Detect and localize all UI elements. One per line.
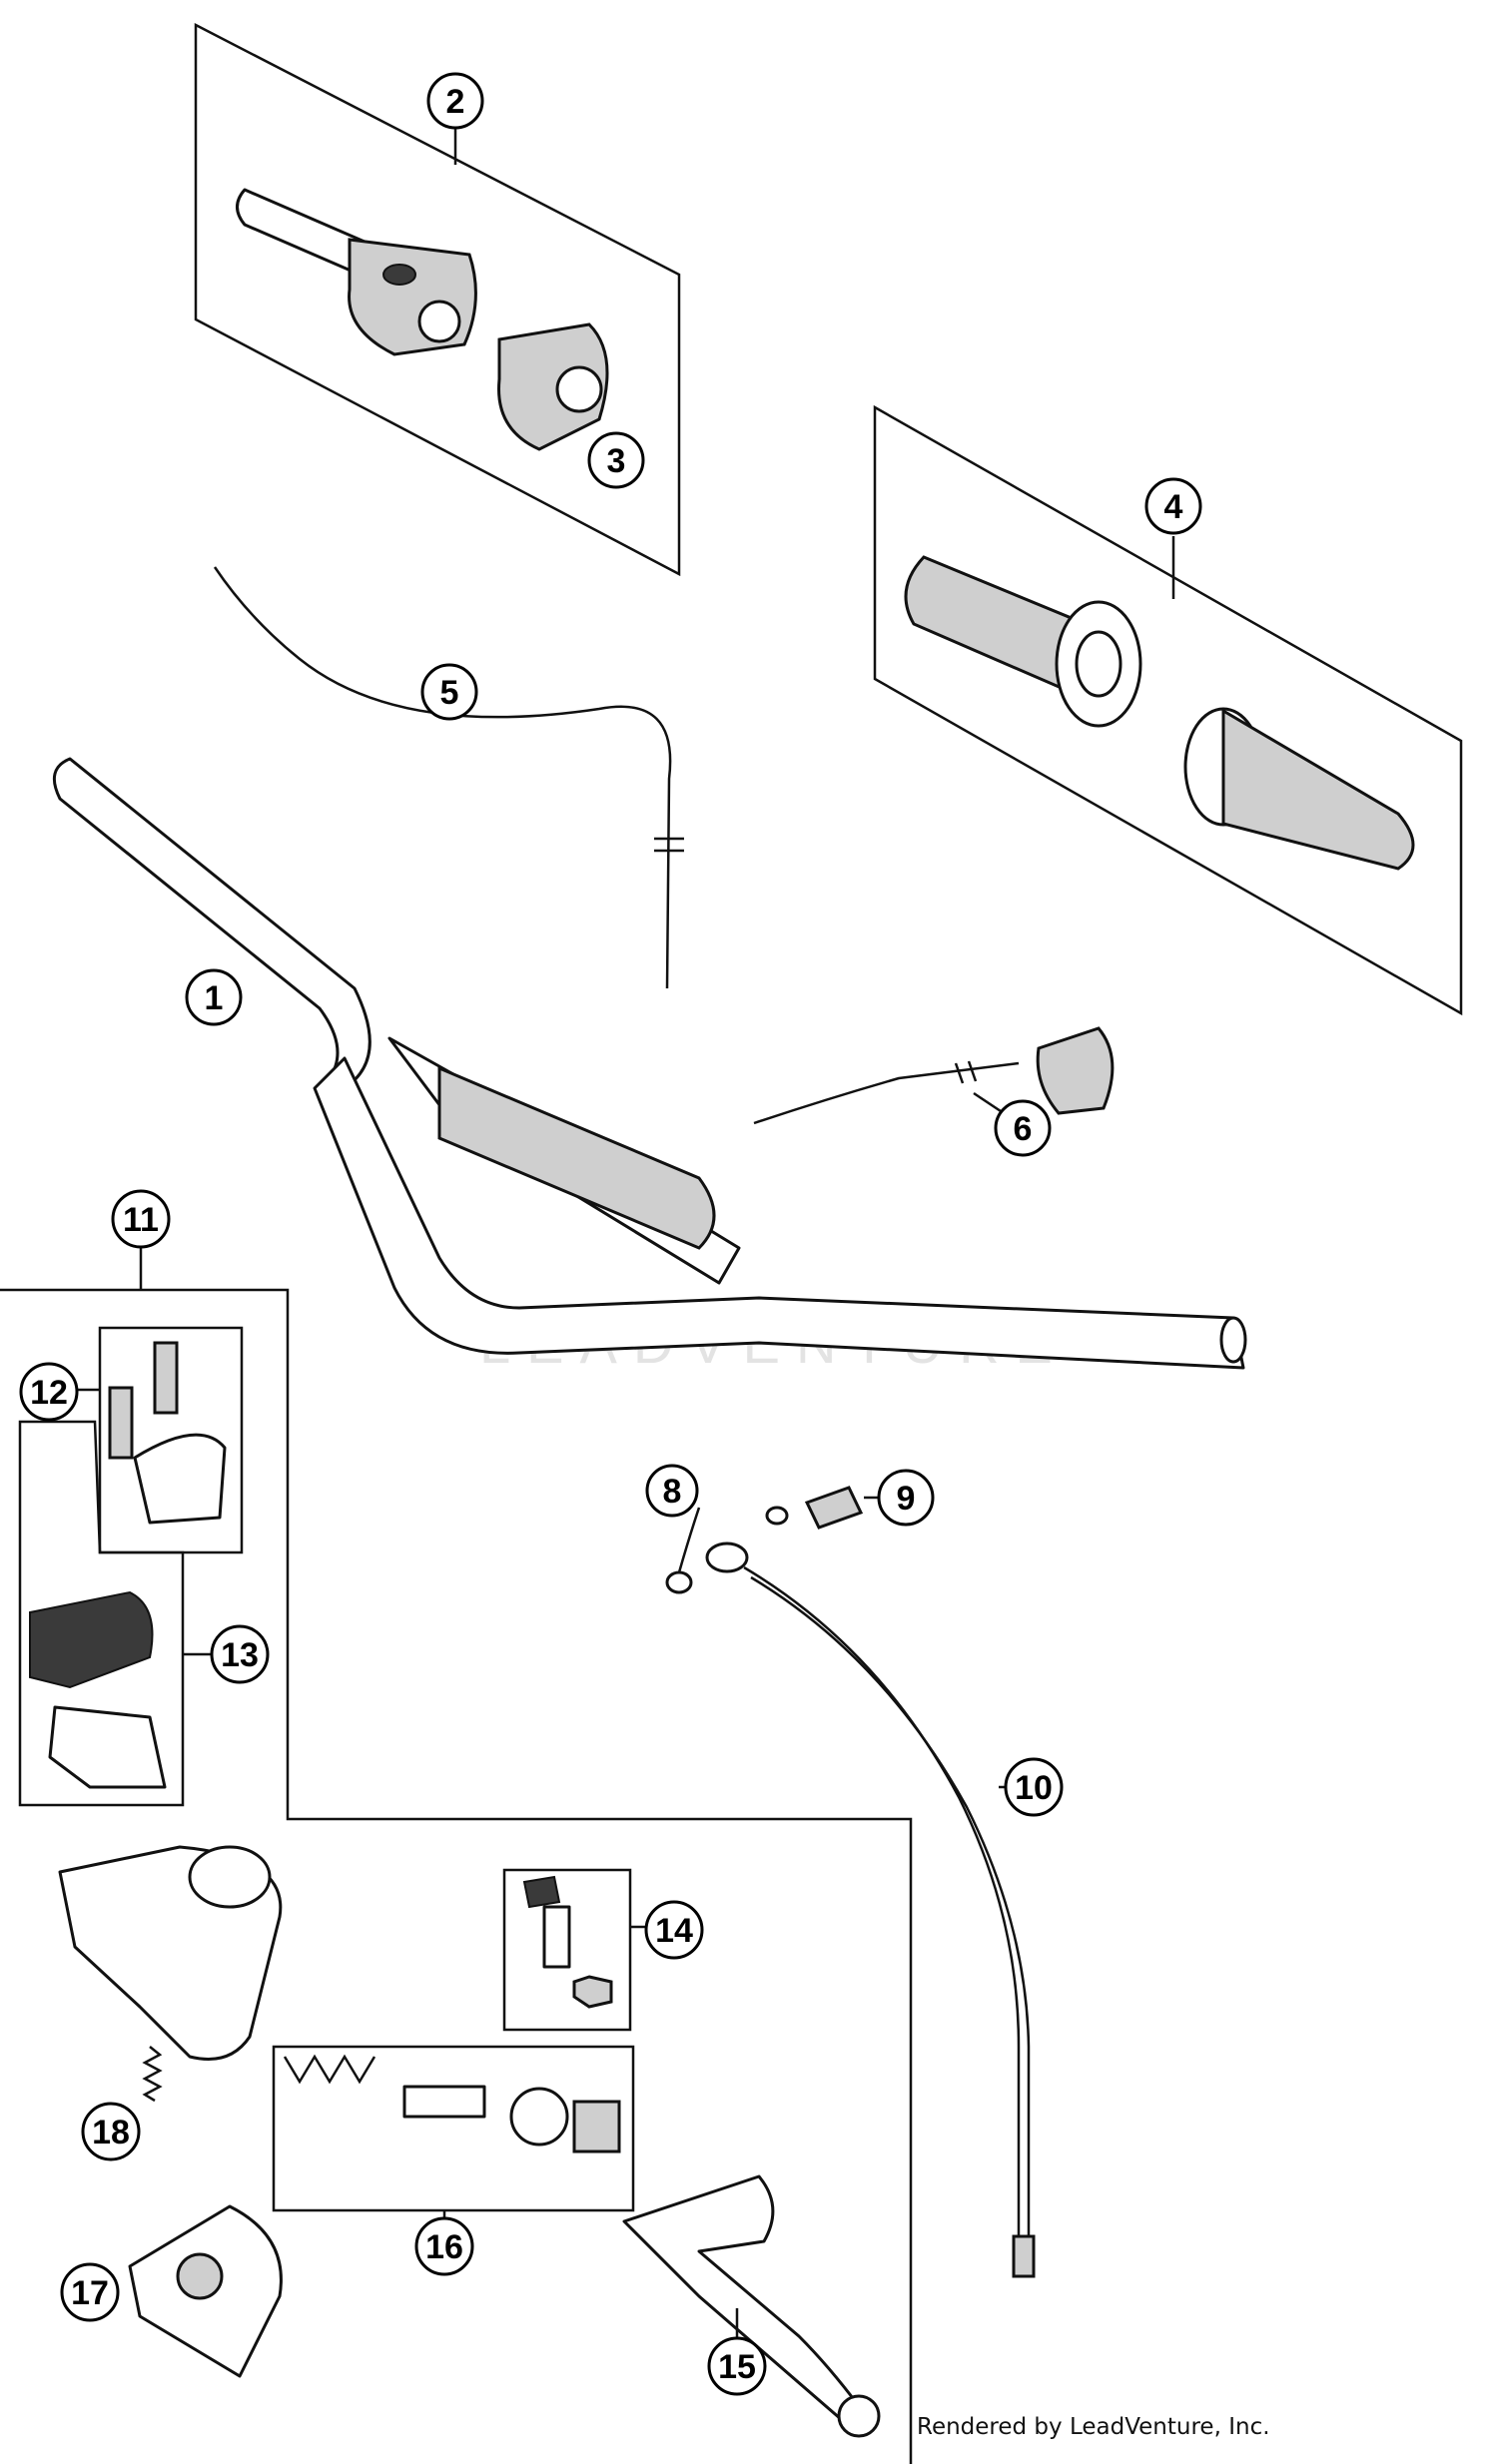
frame-cover-group: [18, 1420, 185, 1807]
frame-master-cylinder-group: [0, 1288, 913, 2464]
banjo-bolt-part: [804, 1486, 864, 1530]
kill-switch-part: [753, 1026, 1115, 1125]
frame-throttle-group: [194, 22, 681, 577]
grip-right-part: [1183, 707, 1415, 871]
callout-13: 13: [210, 1624, 270, 1684]
callout-3: 3: [587, 431, 645, 489]
callout-2: 2: [426, 72, 484, 130]
callout-9: 9: [877, 1469, 935, 1527]
svg-text:3: 3: [607, 442, 626, 480]
svg-text:14: 14: [655, 1912, 693, 1950]
master-cylinder-part: [58, 1845, 283, 2061]
grip-left-part: [904, 555, 1142, 728]
callout-6: 6: [994, 1099, 1052, 1157]
reservoir-cover-part: [29, 1590, 167, 1789]
frame-bleeder-group: [502, 1868, 632, 2032]
callout-5: 5: [420, 663, 478, 721]
spring-part: [142, 2046, 163, 2103]
bleeder-part: [522, 1875, 613, 2009]
callout-1: 1: [185, 968, 243, 1026]
svg-text:11: 11: [123, 1201, 159, 1239]
callout-12: 12: [19, 1362, 79, 1422]
svg-text:2: 2: [446, 83, 465, 121]
frame-piston-group: [272, 2045, 635, 2212]
callout-17: 17: [60, 2262, 120, 2322]
svg-text:17: 17: [71, 2274, 109, 2312]
throttle-housing-part: [497, 322, 609, 451]
callout-11: 11: [111, 1189, 171, 1249]
credit-text: Rendered by LeadVenture, Inc.: [917, 2414, 1270, 2440]
brake-lever-part: [622, 2174, 881, 2438]
callout-15: 15: [707, 2336, 767, 2396]
svg-text:5: 5: [440, 674, 459, 712]
callout-10: 10: [1004, 1757, 1064, 1817]
throttle-grip-part: [236, 188, 477, 356]
throttle-cable-part: [213, 566, 672, 989]
svg-text:15: 15: [718, 2348, 756, 2386]
callout-14: 14: [644, 1900, 704, 1960]
brake-hose-part: [705, 1541, 1036, 2278]
svg-text:12: 12: [30, 1374, 68, 1412]
svg-text:4: 4: [1164, 488, 1183, 526]
svg-text:6: 6: [1014, 1110, 1033, 1148]
svg-text:10: 10: [1015, 1769, 1053, 1807]
svg-text:8: 8: [663, 1473, 682, 1511]
piston-kit-part: [283, 2054, 621, 2154]
leader-8: [677, 1507, 701, 1573]
handlebar-part: [52, 757, 1247, 1370]
clamp-part: [108, 1341, 227, 1525]
callout-4: 4: [1144, 477, 1202, 535]
callout-18: 18: [81, 2102, 141, 2161]
frame-grips-group: [873, 404, 1463, 1016]
svg-text:18: 18: [92, 2114, 130, 2152]
callout-16: 16: [414, 2216, 474, 2276]
lever-protector-part: [128, 2204, 283, 2378]
svg-text:9: 9: [897, 1480, 916, 1518]
washer-part: [665, 1506, 789, 1594]
svg-text:13: 13: [221, 1636, 259, 1674]
svg-text:1: 1: [205, 979, 224, 1017]
callout-8: 8: [645, 1464, 699, 1518]
svg-text:16: 16: [425, 2228, 463, 2266]
